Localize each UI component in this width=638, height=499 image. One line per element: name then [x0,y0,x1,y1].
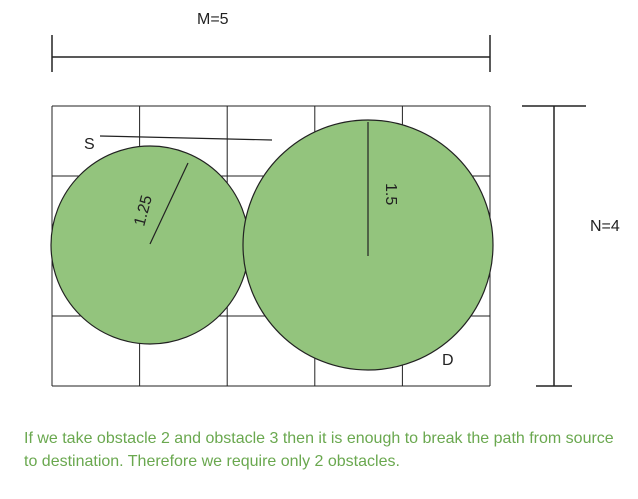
source-line [99,135,273,141]
explanation-caption: If we take obstacle 2 and obstacle 3 the… [24,430,614,470]
radius-label-2: 1.5 [382,183,399,205]
destination-label: D [442,352,454,369]
grid-diagram: M=5 S 1.25 1.5 D N=4 [50,11,620,387]
height-label: N=4 [590,218,620,235]
width-label: M=5 [197,11,229,28]
radius-line-1 [149,162,189,245]
obstacle-circle-1 [50,145,250,345]
source-label: S [84,136,95,153]
